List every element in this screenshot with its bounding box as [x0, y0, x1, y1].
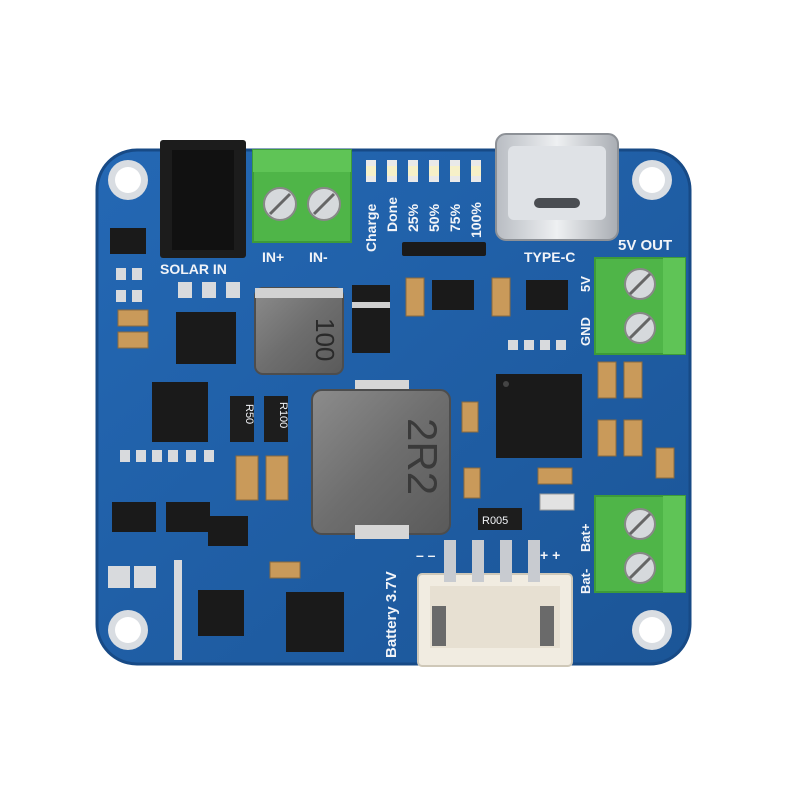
in-plus-label: IN+ — [262, 249, 284, 265]
ic-chips — [110, 228, 568, 652]
resistor-r005-label: R005 — [482, 515, 508, 527]
smd-pads — [108, 268, 566, 660]
small-capacitor — [539, 493, 575, 511]
mounting-holes — [108, 160, 672, 650]
pct25-label: 25% — [405, 203, 421, 232]
capacitors — [117, 277, 675, 579]
resistor-array — [402, 242, 486, 256]
pct50-label: 50% — [426, 203, 442, 232]
resistor-r100-label: R100 — [277, 402, 289, 428]
in-minus-label: IN- — [309, 249, 328, 265]
inductor-small — [254, 287, 344, 375]
5v-out-terminal-block — [594, 257, 686, 355]
solar-in-label: SOLAR IN — [160, 261, 227, 277]
pin-gnd-label: GND — [578, 317, 593, 346]
resistors — [230, 396, 522, 530]
bat-minus-label: Bat- — [578, 569, 593, 594]
pin-5v-label: 5V — [578, 276, 593, 292]
usb-c-connector — [495, 133, 619, 241]
5v-out-label: 5V OUT — [618, 237, 672, 254]
battery-jst-connector — [417, 540, 573, 667]
inductor-large — [311, 380, 451, 539]
battery-terminal-block — [594, 495, 686, 593]
resistor-r50-label: R50 — [243, 404, 255, 424]
main-ic — [496, 374, 582, 458]
pct100-label: 100% — [468, 202, 484, 238]
input-terminal-block — [252, 149, 352, 243]
inductor-small-marking: 100 — [310, 318, 340, 361]
inductor-large-marking: 2R2 — [399, 418, 446, 495]
battery-label: Battery 3.7V — [383, 571, 400, 658]
bat-plus-label: Bat+ — [578, 523, 593, 552]
done-label: Done — [384, 197, 400, 232]
battery-minus-marks: – – — [416, 547, 436, 563]
charge-label: Charge — [363, 204, 379, 252]
diode — [352, 285, 390, 353]
status-leds — [366, 160, 481, 182]
battery-plus-marks: + + — [540, 547, 560, 563]
type-c-label: TYPE-C — [524, 249, 575, 265]
pct75-label: 75% — [447, 203, 463, 232]
solar-dc-jack — [160, 140, 246, 258]
solar-pads — [178, 282, 240, 298]
